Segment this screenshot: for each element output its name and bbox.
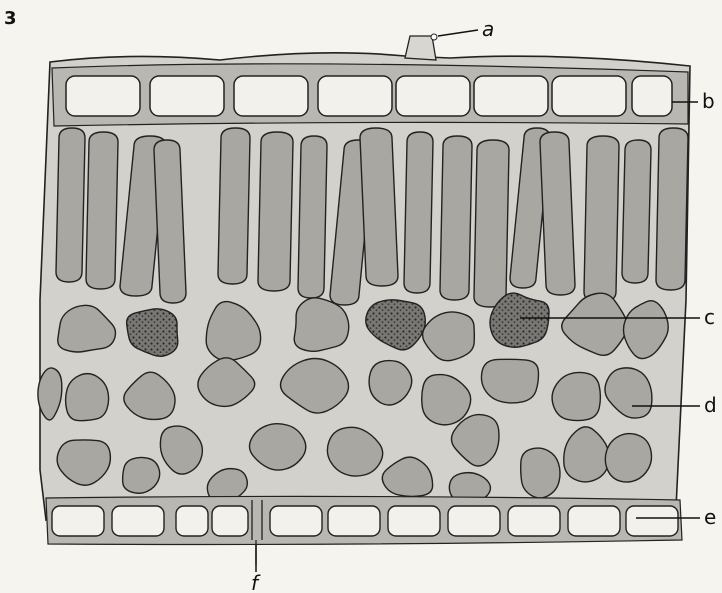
palisade-cell xyxy=(360,128,398,286)
spongy-cell xyxy=(66,374,109,421)
epidermal-cell xyxy=(552,76,626,116)
epidermal-cell xyxy=(66,76,140,116)
trichome xyxy=(405,36,436,60)
upper-epidermis-cells xyxy=(66,76,672,116)
label-e: e xyxy=(704,505,716,529)
palisade-cell xyxy=(540,132,575,295)
label-d: d xyxy=(704,393,717,417)
epidermal-cell xyxy=(448,506,500,536)
label-a: a xyxy=(482,17,494,41)
label-f: f xyxy=(251,571,261,593)
figure-number: 3 xyxy=(4,8,17,29)
label-c: c xyxy=(704,305,715,329)
spongy-cell xyxy=(481,359,538,403)
epidermal-cell xyxy=(396,76,470,116)
epidermal-cell xyxy=(270,506,322,536)
epidermal-cell xyxy=(474,76,548,116)
palisade-cell xyxy=(154,140,186,303)
palisade-cell xyxy=(86,132,118,289)
palisade-cell xyxy=(656,128,688,290)
epidermal-cell xyxy=(318,76,392,116)
palisade-cell xyxy=(258,132,293,291)
spongy-cell xyxy=(605,434,651,483)
palisade-cell xyxy=(56,128,85,282)
epidermal-cell xyxy=(568,506,620,536)
epidermal-cell xyxy=(112,506,164,536)
label-b: b xyxy=(702,89,715,113)
epidermal-cell xyxy=(212,506,248,536)
epidermal-cell xyxy=(52,506,104,536)
palisade-cell xyxy=(218,128,250,284)
epidermal-cell xyxy=(626,506,678,536)
palisade-cell xyxy=(622,140,651,283)
palisade-cell xyxy=(298,136,327,298)
palisade-cell xyxy=(474,140,509,307)
lower-epidermis-cells xyxy=(52,506,678,536)
palisade-cell xyxy=(404,132,433,293)
palisade-cell xyxy=(584,136,619,302)
palisade-cell xyxy=(440,136,472,300)
epidermal-cell xyxy=(508,506,560,536)
epidermal-cell xyxy=(328,506,380,536)
epidermal-cell xyxy=(176,506,208,536)
epidermal-cell xyxy=(388,506,440,536)
palisade-mesophyll xyxy=(56,128,688,307)
epidermal-cell xyxy=(234,76,308,116)
dense-mesophyll-cell xyxy=(490,293,549,347)
epidermal-cell xyxy=(150,76,224,116)
epidermal-cell xyxy=(632,76,672,116)
spongy-cell xyxy=(521,448,560,498)
